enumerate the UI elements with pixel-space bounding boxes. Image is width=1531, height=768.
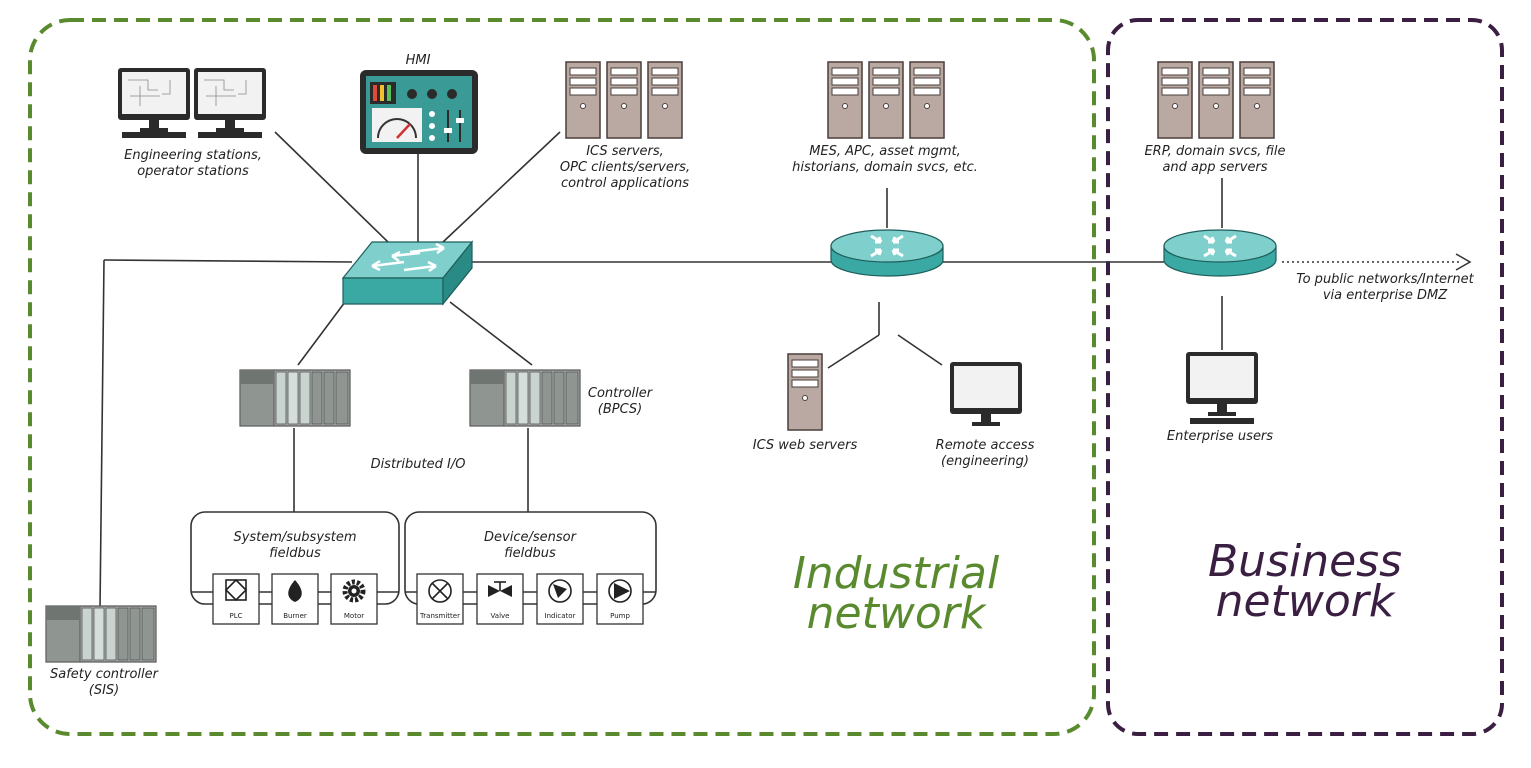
remote-access-label: Remote access (936, 438, 1035, 453)
industrial-router-icon (829, 228, 945, 278)
flame-icon (288, 580, 302, 602)
engineering-stations-label: Engineering stations, (124, 148, 262, 163)
operator-stations-label: operator stations (137, 164, 249, 179)
business-network-subtitle: network (1216, 576, 1396, 627)
system-fieldbus-sub-label: fieldbus (269, 546, 321, 561)
controller-bpcs-icon (469, 369, 581, 427)
motor-label: Motor (344, 612, 364, 620)
device-fieldbus-label: Device/sensor (484, 530, 578, 545)
motor-device: Motor (330, 573, 378, 625)
enterprise-users-icon (1186, 352, 1258, 424)
mes-label: MES, APC, asset mgmt, (809, 144, 961, 159)
sis-label: (SIS) (89, 683, 119, 698)
bpcs-label: (BPCS) (598, 402, 642, 417)
historians-label: historians, domain svcs, etc. (792, 160, 978, 175)
ics-servers-label: ICS servers, (586, 144, 664, 159)
indicator-device: Indicator (536, 573, 584, 625)
erp-label: ERP, domain svcs, file (1144, 144, 1285, 159)
industrial-network-title: Industrial (793, 548, 1000, 599)
enterprise-dmz-label: via enterprise DMZ (1323, 288, 1448, 303)
ics-servers-icon (565, 61, 683, 139)
ics-web-server-icon (787, 353, 823, 431)
mes-servers-icon (827, 61, 945, 139)
business-network-zone (1106, 18, 1504, 736)
erp-servers-icon (1157, 61, 1275, 139)
hmi-panel-icon (360, 70, 478, 154)
gear-icon (342, 579, 366, 603)
plc-icon (224, 578, 248, 602)
industrial-network-subtitle: network (807, 588, 987, 639)
pump-icon (608, 579, 632, 603)
system-fieldbus-label: System/subsystem (233, 530, 356, 545)
remote-access-icon (950, 362, 1022, 426)
ics-web-servers-label: ICS web servers (753, 438, 858, 453)
business-router-icon (1162, 228, 1278, 278)
internet-label: To public networks/Internet (1296, 272, 1474, 287)
transmitter-icon (428, 579, 452, 603)
device-fieldbus-sub-label: fieldbus (504, 546, 556, 561)
valve-device: Valve (476, 573, 524, 625)
hmi-label: HMI (406, 53, 431, 68)
burner-label: Burner (283, 612, 307, 620)
transmitter-label: Transmitter (419, 612, 460, 620)
control-applications-label: control applications (561, 176, 689, 191)
app-servers-label: and app servers (1162, 160, 1267, 175)
connection-lines (99, 131, 1472, 609)
transmitter-device: Transmitter (416, 573, 464, 625)
device-fieldbus-box (404, 511, 657, 605)
engineering-label: (engineering) (941, 454, 1029, 469)
indicator-label: Indicator (545, 612, 576, 620)
pump-device: Pump (596, 573, 644, 625)
burner-device: Burner (271, 573, 319, 625)
controller-label: Controller (588, 386, 654, 401)
pump-label: Pump (610, 612, 630, 620)
enterprise-users-label: Enterprise users (1167, 429, 1273, 444)
valve-icon (488, 581, 512, 597)
indicator-icon (548, 579, 572, 603)
safety-controller-icon (45, 605, 157, 663)
business-network-title: Business (1208, 536, 1402, 587)
distributed-io-label: Distributed I/O (371, 457, 466, 472)
safety-controller-label: Safety controller (50, 667, 160, 682)
engineering-stations-icon (118, 68, 266, 138)
plc-label: PLC (229, 612, 242, 620)
valve-label: Valve (491, 612, 510, 620)
opc-label: OPC clients/servers, (560, 160, 690, 175)
industrial-switch-icon (341, 240, 474, 306)
distributed-io-rack-icon (239, 369, 351, 427)
industrial-network-zone (28, 18, 1096, 736)
plc-device: PLC (212, 573, 260, 625)
